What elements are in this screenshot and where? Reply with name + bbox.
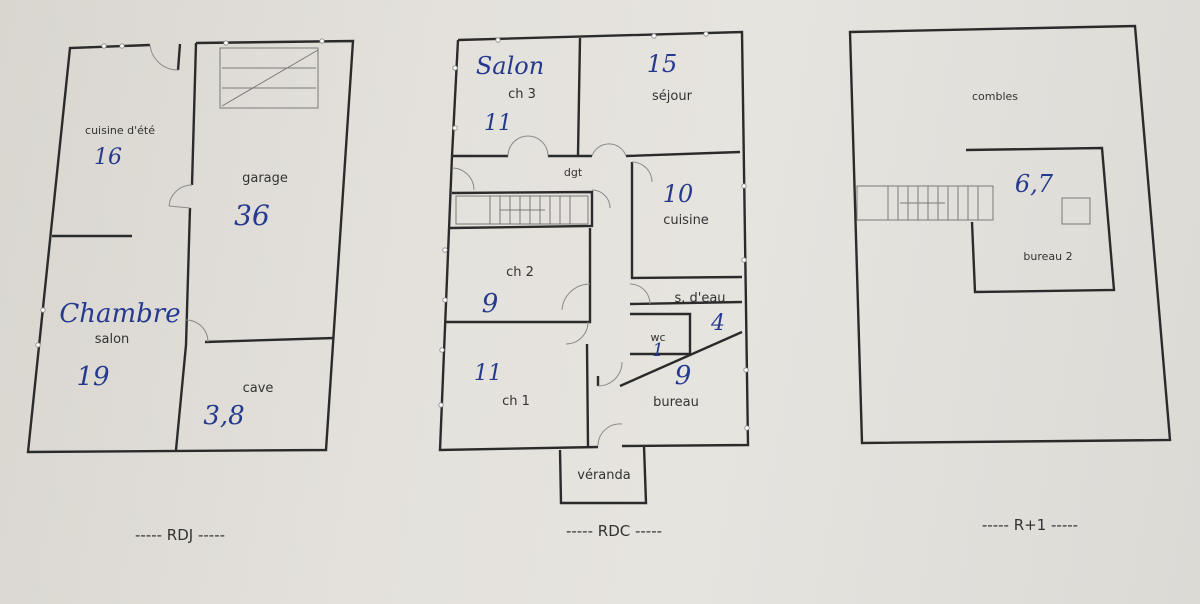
plan-rdc: Salon ch 3 11 15 séjour dgt 10 cuisine c… <box>438 30 750 505</box>
rdj-note-chambre: Chambre <box>59 299 180 329</box>
rdc-label-wc: wc <box>650 331 665 344</box>
r1-label-combles: combles <box>972 90 1018 103</box>
rdc-note-salon: Salon <box>476 52 544 80</box>
rdj-area-cuisine-ete: 16 <box>94 145 122 170</box>
rdj-label-cave: cave <box>243 381 274 396</box>
rdc-area-cuisine: 10 <box>663 180 694 208</box>
r1-area-bureau2: 6,7 <box>1015 170 1054 198</box>
rdc-area-ch2: 9 <box>482 289 499 319</box>
rdj-label-garage: garage <box>242 171 288 186</box>
rdj-label-salon: salon <box>95 332 130 347</box>
rdc-area-sejour: 15 <box>647 50 678 78</box>
rdc-label-ch1: ch 1 <box>502 394 530 409</box>
rdj-area-salon: 19 <box>76 362 109 392</box>
rdj-area-garage: 36 <box>234 199 270 232</box>
rdj-label-cuisine-ete: cuisine d'été <box>85 124 155 137</box>
rdc-label-sejour: séjour <box>652 89 693 104</box>
r1-outer-walls <box>848 24 1172 445</box>
rdc-label-bureau: bureau <box>653 395 699 410</box>
plan-rdj: cuisine d'été 16 garage 36 Chambre salon… <box>26 38 355 454</box>
plan-r1: combles 6,7 bureau 2 <box>848 24 1172 445</box>
level-caption-rdc: ----- RDC ----- <box>566 522 662 540</box>
rdc-label-ch3: ch 3 <box>508 87 536 102</box>
rdj-outer-walls <box>26 39 355 454</box>
level-caption-r1: ----- R+1 ----- <box>982 516 1078 534</box>
rdc-area-ch3: 11 <box>484 111 512 136</box>
rdc-area-bureau: 9 <box>675 361 692 391</box>
rdc-label-cuisine: cuisine <box>663 213 709 228</box>
level-caption-rdj: ----- RDJ ----- <box>135 526 225 544</box>
rdc-area-seau: 4 <box>710 311 725 336</box>
r1-label-bureau2: bureau 2 <box>1023 250 1072 263</box>
rdc-label-dgt: dgt <box>564 166 583 179</box>
rdc-area-wc: 1 <box>652 340 663 361</box>
rdc-area-ch1: 11 <box>474 361 502 386</box>
rdc-label-ch2: ch 2 <box>506 265 534 280</box>
rdc-label-seau: s. d'eau <box>674 291 725 306</box>
rdc-label-veranda: véranda <box>577 468 630 483</box>
rdc-outer-walls <box>438 30 750 452</box>
rdj-area-cave: 3,8 <box>203 401 244 431</box>
